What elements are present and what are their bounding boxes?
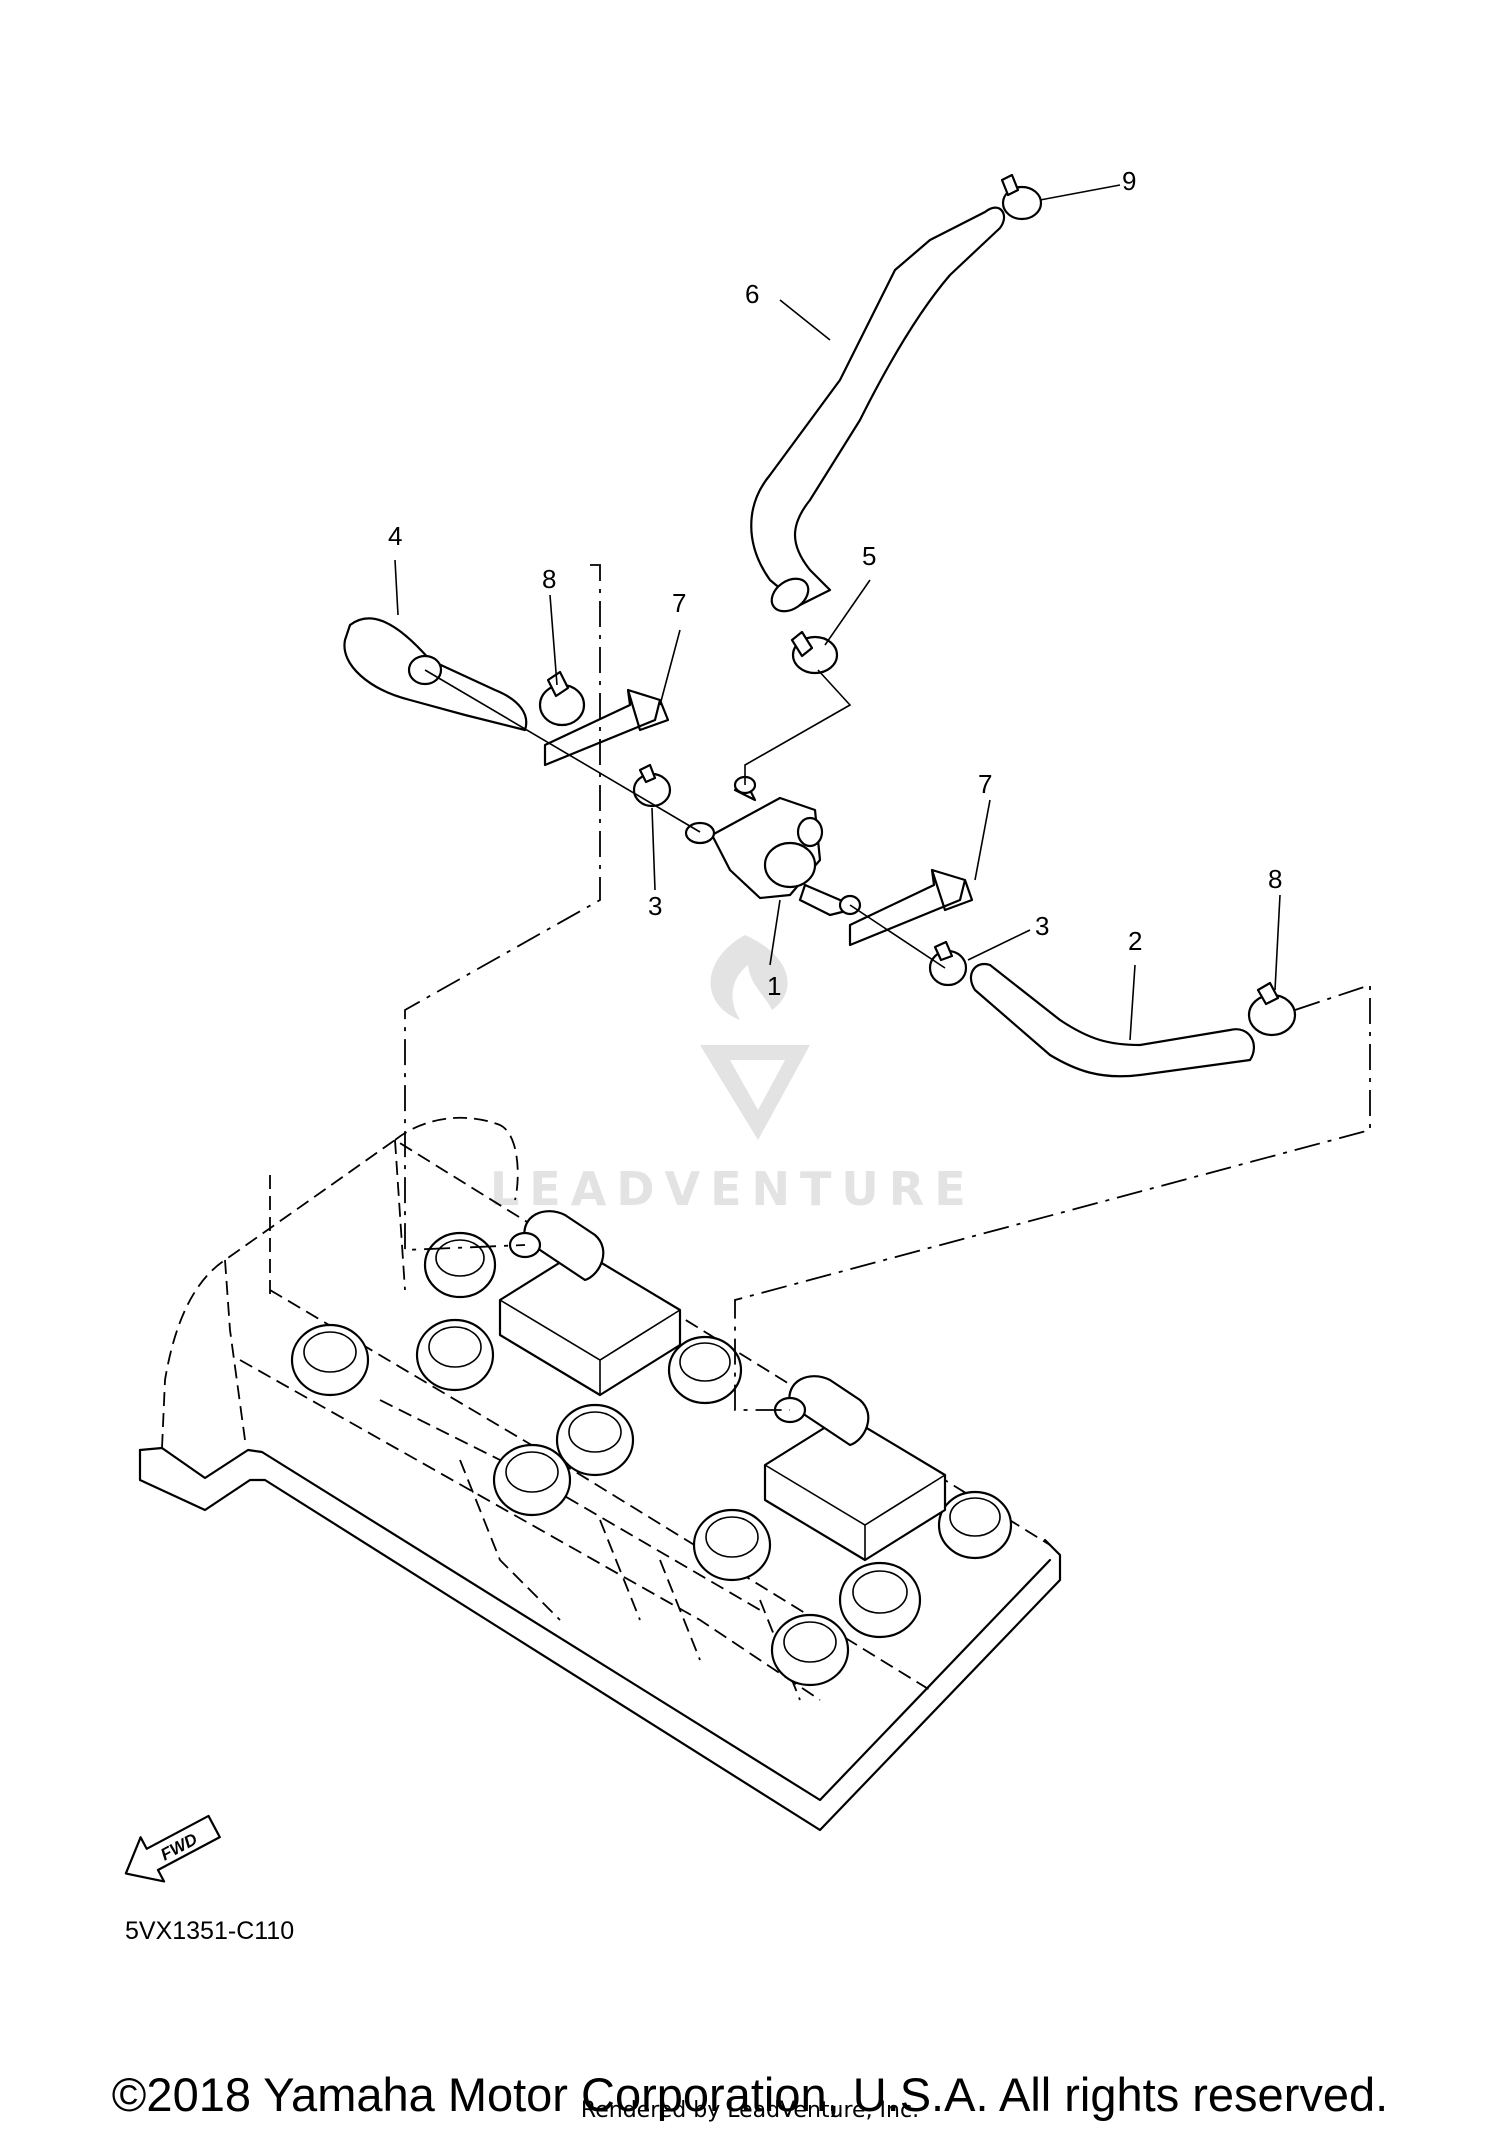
callout-3-right: 3 (1035, 911, 1049, 941)
callout-1: 1 (767, 971, 781, 1001)
callout-8-right: 8 (1268, 864, 1282, 894)
cylinder-head-cover (138, 1116, 1062, 1832)
callout-7-right: 7 (978, 769, 992, 799)
clamp-9 (1000, 173, 1043, 221)
hose-6 (750, 206, 1006, 607)
assembly-lines (404, 564, 1371, 1411)
callout-5: 5 (862, 541, 876, 571)
watermark-flame-icon (710, 935, 788, 1020)
callout-leaders (394, 184, 1281, 1041)
clamp-3-right (928, 940, 968, 987)
callout-8-left: 8 (542, 564, 556, 594)
hose-2 (969, 962, 1256, 1078)
callout-3-left: 3 (648, 891, 662, 921)
air-cut-valve-1 (684, 775, 862, 917)
copyright-notice: ©2018 Yamaha Motor Corporation, U.S.A. A… (111, 2068, 1389, 2121)
clamp-3-left (632, 763, 672, 808)
bracket-7-left (543, 688, 670, 767)
watermark-v-icon (700, 1045, 810, 1140)
clamp-8-left (538, 670, 586, 727)
callout-7-left: 7 (672, 588, 686, 618)
air-induction-system (343, 173, 1297, 1078)
callout-labels: 9 6 4 8 7 5 3 1 7 3 2 8 (388, 166, 1282, 1001)
fwd-arrow-icon: FWD (124, 1814, 221, 1883)
callout-6: 6 (745, 279, 759, 309)
rendered-by-note: Rendered by LeadVenture, Inc. (580, 2098, 920, 2123)
callout-9: 9 (1122, 166, 1136, 196)
watermark-text: LEADVENTURE (490, 1162, 976, 1216)
bracket-7-right (848, 868, 974, 947)
clamp-5 (790, 630, 839, 675)
callout-2: 2 (1128, 926, 1142, 956)
reference-code: 5VX1351-C110 (125, 1917, 295, 1945)
clamp-8-right (1247, 981, 1297, 1037)
leadventure-watermark: LEADVENTURE (490, 935, 976, 1216)
spark-plug-holes (290, 1231, 1013, 1687)
reed-valve-covers (498, 1210, 947, 1562)
callout-4: 4 (388, 521, 402, 551)
